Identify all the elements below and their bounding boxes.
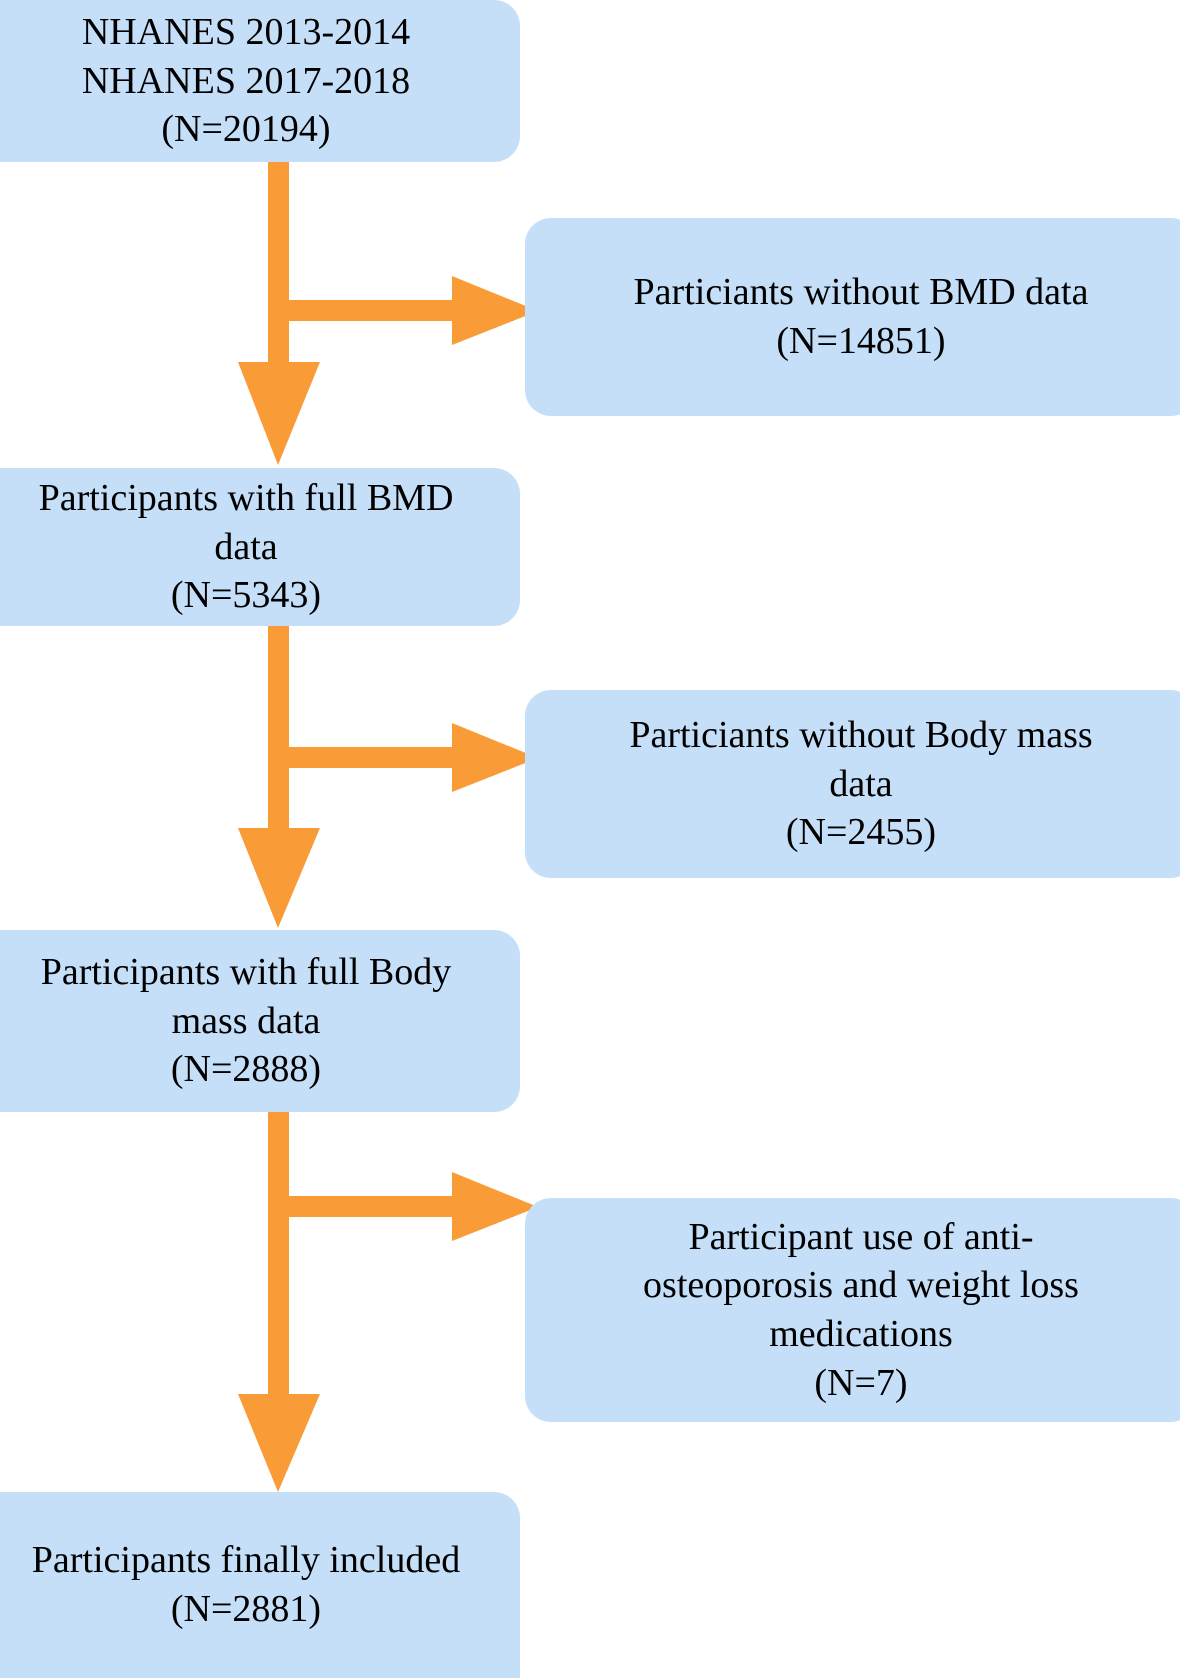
node-excluded-meds-line-2: osteoporosis and weight loss xyxy=(643,1264,1079,1307)
node-excluded-mass-line-1: Particiants without Body mass xyxy=(629,714,1093,757)
arrowhead-down-3 xyxy=(238,1394,320,1492)
node-with-bmd-line-1: Participants with full BMD xyxy=(38,477,454,520)
arrow-stem-vertical-3 xyxy=(268,1112,289,1402)
node-excluded-meds-line-3: medications xyxy=(769,1313,953,1355)
node-with-full-body-mass[interactable]: Participants with full Body mass data (N… xyxy=(0,930,520,1112)
node-excluded-bmd-line-1: Particiants without BMD data xyxy=(633,271,1089,314)
node-excluded-meds-count: (N=7) xyxy=(814,1361,908,1404)
node-with-mass-line-2: mass data xyxy=(171,999,321,1042)
node-final-count: (N=2881) xyxy=(170,1588,322,1630)
node-excluded-mass-count: (N=2455) xyxy=(785,811,937,854)
node-excluded-mass-line-2: data xyxy=(829,762,893,805)
arrow-group-2 xyxy=(238,626,538,928)
node-excluded-no-body-mass[interactable]: Particiants without Body mass data (N=24… xyxy=(525,690,1180,878)
node-with-bmd-count: (N=5343) xyxy=(170,574,322,617)
node-source-count: (N=20194) xyxy=(161,108,331,151)
node-source-line-2: NHANES 2017-2018 xyxy=(81,59,411,102)
arrow-group-3 xyxy=(238,1112,538,1492)
node-final-included[interactable]: Participants finally included (N=2881) xyxy=(0,1492,520,1678)
arrow-stem-horizontal-2 xyxy=(268,747,468,768)
arrowhead-down-2 xyxy=(238,828,320,928)
node-excluded-no-bmd[interactable]: Particiants without BMD data (N=14851) xyxy=(525,218,1180,416)
arrow-stem-vertical-1 xyxy=(268,160,289,365)
node-with-mass-line-1: Participants with full Body xyxy=(40,951,452,994)
node-with-full-bmd[interactable]: Participants with full BMD data (N=5343) xyxy=(0,468,520,626)
node-source-line-1: NHANES 2013-2014 xyxy=(81,11,411,54)
arrow-stem-horizontal-3 xyxy=(268,1196,468,1217)
node-excluded-meds-line-1: Participant use of anti- xyxy=(688,1215,1034,1258)
node-with-mass-count: (N=2888) xyxy=(170,1048,322,1091)
node-final-line-1: Participants finally included xyxy=(31,1539,461,1582)
arrowhead-down-1 xyxy=(238,362,320,465)
node-with-bmd-line-2: data xyxy=(214,525,278,568)
arrow-stem-horizontal-1 xyxy=(268,300,468,321)
node-excluded-medication-use[interactable]: Participant use of anti- osteoporosis an… xyxy=(525,1198,1180,1422)
arrow-stem-vertical-2 xyxy=(268,626,289,831)
node-excluded-bmd-count: (N=14851) xyxy=(776,320,946,362)
arrow-group-1 xyxy=(238,160,538,465)
node-source-cohort[interactable]: NHANES 2013-2014 NHANES 2017-2018 (N=201… xyxy=(0,0,520,162)
